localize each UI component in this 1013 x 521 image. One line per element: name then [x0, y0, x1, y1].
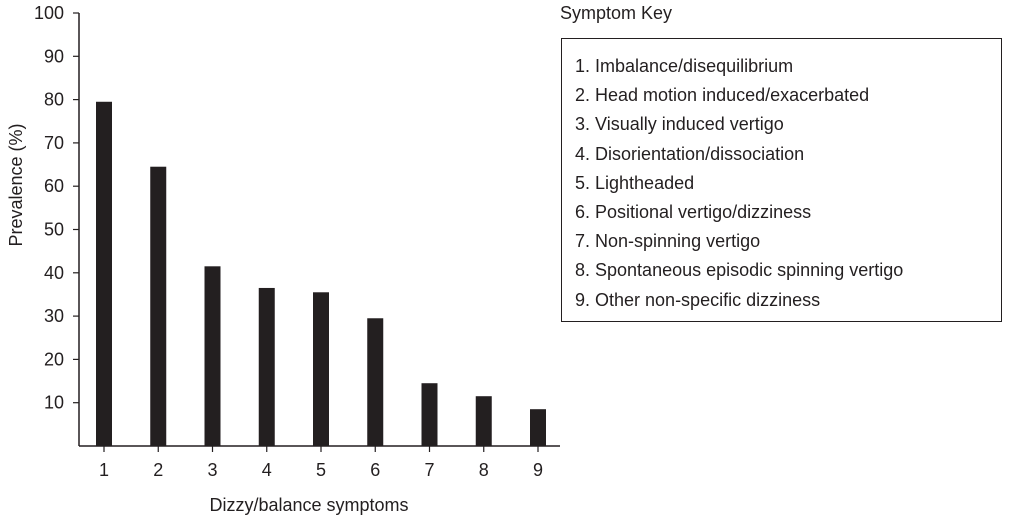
legend-title: Symptom Key: [560, 3, 673, 23]
y-axis-label: Prevalence (%): [6, 123, 26, 246]
y-tick-label: 50: [44, 220, 64, 240]
x-tick-labels: 1 2 3 4 5 6 7 8 9: [99, 460, 543, 480]
bar-9: [530, 409, 546, 446]
bar-8: [475, 396, 492, 446]
x-tick-label: 4: [262, 460, 272, 480]
bar-3: [204, 266, 221, 446]
chart-bars: [96, 101, 546, 446]
legend-item: 4. Disorientation/dissociation: [575, 143, 805, 164]
y-tick-label: 60: [44, 176, 64, 196]
x-tick-label: 2: [153, 460, 163, 480]
bar-4: [258, 287, 275, 446]
bar-1: [96, 101, 112, 446]
legend-item: 2. Head motion induced/exacerbated: [575, 85, 870, 106]
y-tick-label: 70: [44, 133, 64, 153]
bar-chart: 10 20 30 40 50 60 70 80 90 100 1 2 3 4 5 6 7 8 9 Prevalen…: [6, 3, 560, 515]
symptom-key-legend: 1. Imbalance/disequilibrium 2. Head motio…: [561, 38, 1002, 322]
y-tick-label: 20: [44, 349, 64, 369]
y-tick-label: 10: [44, 393, 64, 413]
legend-item: 6. Positional vertigo/dizziness: [575, 202, 812, 223]
x-tick-label: 8: [479, 460, 489, 480]
legend-item: 8. Spontaneous episodic spinning vertigo: [575, 260, 904, 281]
bar-2: [150, 166, 167, 446]
legend-item: 7. Non-spinning vertigo: [575, 231, 761, 252]
y-tick-label: 30: [44, 306, 64, 326]
legend-item: 9. Other non-specific dizziness: [575, 289, 821, 310]
bar-6: [367, 318, 384, 446]
y-tick-label: 100: [34, 3, 64, 23]
legend-item: 1. Imbalance/disequilibrium: [575, 56, 794, 76]
x-tick-label: 1: [99, 460, 109, 480]
legend-item: 5. Lightheaded: [575, 172, 695, 193]
y-tick-labels: 10 20 30 40 50 60 70 80 90 100: [34, 3, 64, 413]
y-tick-label: 40: [44, 263, 64, 283]
x-tick-label: 7: [424, 460, 434, 480]
bar-7: [421, 383, 438, 446]
x-tick-label: 5: [316, 460, 326, 480]
x-tick-label: 6: [370, 460, 380, 480]
x-tick-label: 9: [533, 460, 543, 480]
x-axis-label: Dizzy/balance symptoms: [209, 495, 408, 515]
y-tick-label: 90: [44, 46, 64, 66]
x-tick-label: 3: [207, 460, 217, 480]
y-tick-label: 80: [44, 90, 64, 110]
bar-5: [313, 292, 329, 446]
legend-item: 3. Visually induced vertigo: [575, 114, 784, 135]
